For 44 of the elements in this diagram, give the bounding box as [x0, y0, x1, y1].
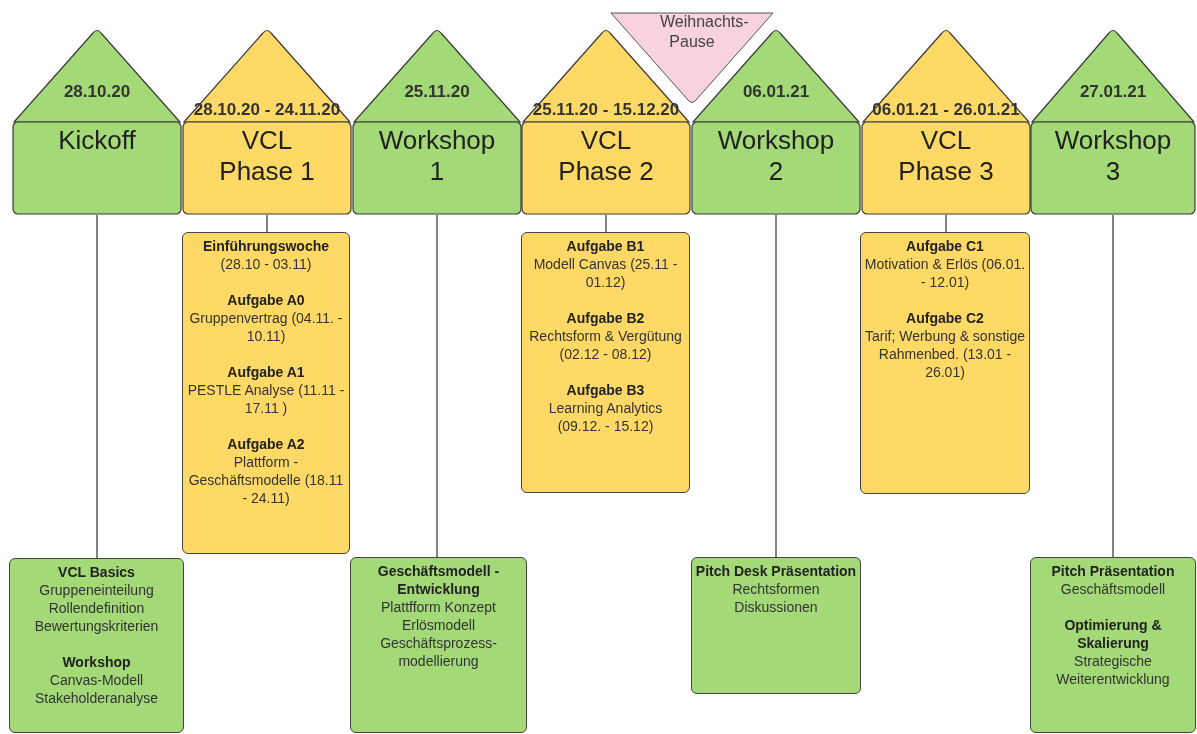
- connector-line: [945, 214, 947, 233]
- task-text: VCL Basics Gruppeneinteilung Rollendefinition Bewertungskriterien: [33, 563, 160, 635]
- task-box: [182, 232, 350, 554]
- phase-title: Kickoff: [57, 125, 137, 156]
- task-text: Optimierung & Skalierung Strategische Weiterentwicklung: [1055, 616, 1171, 688]
- date-label: 25.11.20: [403, 81, 471, 102]
- phase-title: Workshop 2: [716, 125, 836, 187]
- connector-line: [1112, 214, 1114, 558]
- connector-line: [96, 214, 98, 559]
- task-text: Aufgabe B1 Modell Canvas (25.11 - 01.12): [532, 237, 679, 291]
- task-text: Aufgabe B2 Rechtsform & Vergütung (02.12 - 08.12): [528, 309, 683, 363]
- task-box: [1030, 557, 1196, 733]
- connector-line: [266, 214, 268, 233]
- phase-title: VCL Phase 3: [897, 125, 995, 187]
- phase-title: Workshop 1: [377, 125, 497, 187]
- phase-title: Workshop 3: [1053, 125, 1173, 187]
- date-label: 28.10.20 - 24.11.20: [192, 99, 342, 120]
- task-text: Geschäftsmodell - Entwicklung Plattfform Konzept Erlösmodell Geschäftsprozess-modellierung: [376, 562, 501, 670]
- connector-line: [436, 214, 438, 558]
- task-box: [9, 558, 184, 733]
- phase-title: VCL Phase 2: [557, 125, 655, 187]
- date-label: 25.11.20 - 15.12.20: [531, 99, 681, 120]
- date-label: 06.01.21 - 26.01.21: [871, 99, 1021, 120]
- phase-title: VCL Phase 1: [218, 125, 316, 187]
- date-label: 28.10.20: [62, 81, 132, 102]
- task-text: Aufgabe A0 Gruppenvertrag (04.11. - 10.11): [188, 291, 344, 345]
- break-label: Weihnachts-Pause: [659, 12, 750, 52]
- task-box: [860, 232, 1030, 494]
- task-text: Pitch Desk Präsentation Rechtsformen Diskussionen: [695, 562, 857, 616]
- task-text: Aufgabe B3 Learning Analytics (09.12. - 15.12): [547, 381, 664, 435]
- task-text: Aufgabe A2 Plattform - Geschäftsmodelle (18.11 - 24.11): [187, 435, 345, 507]
- date-label: 27.01.21: [1078, 81, 1148, 102]
- connector-line: [605, 214, 607, 233]
- task-text: Aufgabe C1 Motivation & Erlös (06.01. - 12.01): [864, 237, 1026, 291]
- task-box: [691, 557, 861, 694]
- task-text: Aufgabe A1 PESTLE Analyse (11.11 - 17.11 ): [186, 363, 346, 417]
- task-text: Einführungswoche (28.10 - 03.11): [202, 237, 330, 273]
- task-text: Pitch Präsentation Geschäftsmodell: [1050, 562, 1176, 598]
- task-box: [521, 232, 690, 493]
- task-text: Workshop Canvas-Modell Stakeholderanalyse: [34, 653, 159, 707]
- task-box: [350, 557, 527, 733]
- connector-line: [775, 214, 777, 558]
- date-label: 06.01.21: [741, 81, 811, 102]
- task-text: Aufgabe C2 Tarif; Werbung & sonstige Rahmenbed. (13.01 - 26.01): [864, 309, 1026, 381]
